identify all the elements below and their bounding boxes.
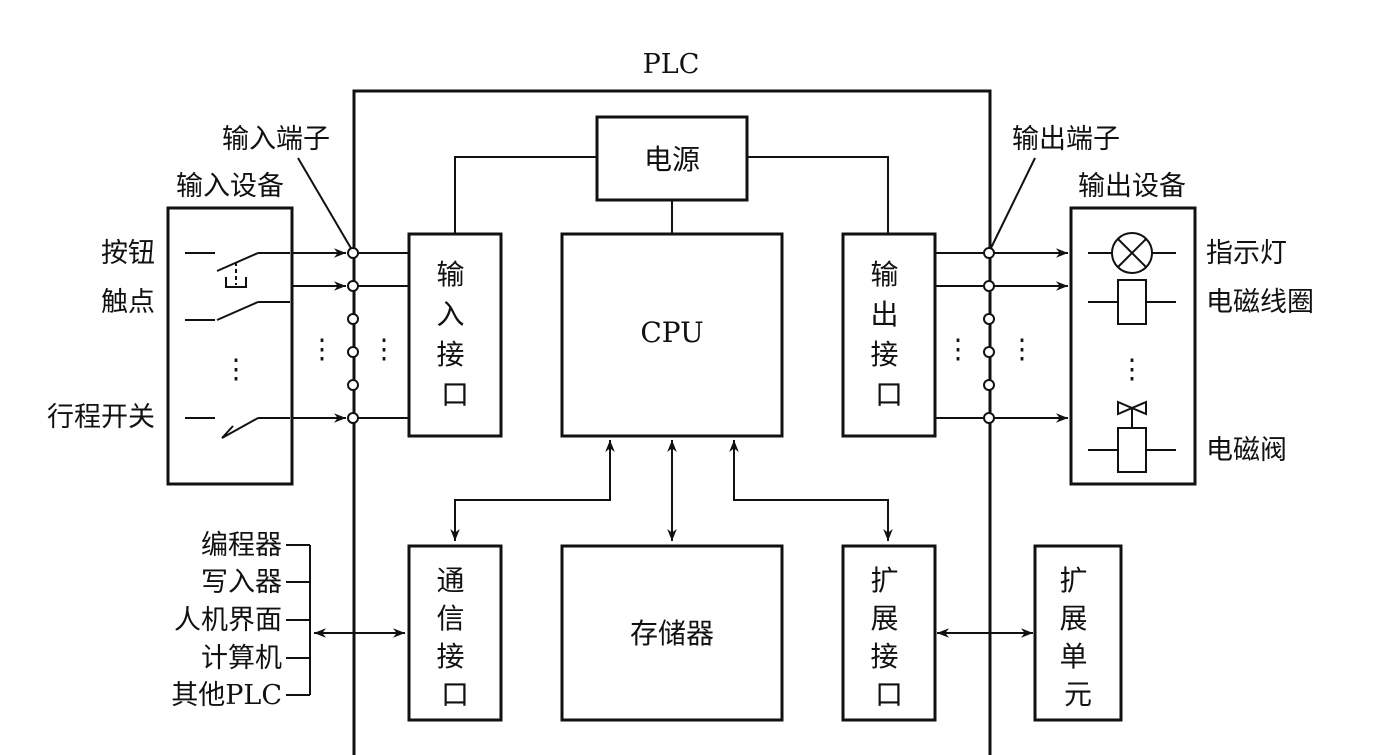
input-item-limit-switch: 行程开关 (47, 402, 155, 433)
output-interface-label: 输 出 接 口 (871, 258, 908, 411)
output-devices-label: 输出设备 (1078, 171, 1186, 202)
input-devices-box (166, 206, 294, 486)
input-terminals-label: 输入端子 (222, 124, 330, 155)
peripheral-other-plc: 其他PLC (171, 680, 282, 711)
output-device-ellipsis: ⋮ (1119, 354, 1146, 385)
output-devices-box (1069, 206, 1197, 486)
memory-label: 存储器 (630, 617, 714, 650)
peripheral-computer: 计算机 (201, 643, 282, 674)
output-terminal (983, 379, 995, 391)
input-terminal (347, 379, 359, 391)
expansion-unit-label: 扩 展 单 元 (1060, 564, 1097, 711)
output-interface-box (841, 232, 937, 438)
expansion-unit-box (1033, 544, 1123, 722)
input-interface-box (407, 232, 503, 438)
input-interface-label: 输 入 接 口 (437, 258, 474, 411)
plc-label: PLC (643, 49, 700, 80)
output-item-indicator: 指示灯 (1206, 238, 1287, 269)
peripheral-hmi: 人机界面 (174, 605, 282, 636)
output-ellipsis-left: ⋮ (945, 334, 972, 365)
input-terminal (347, 412, 359, 424)
power-supply-box (595, 115, 749, 202)
peripheral-writer: 写入器 (201, 567, 282, 598)
input-ellipsis-right: ⋮ (371, 334, 398, 365)
expansion-interface-box (841, 544, 937, 722)
input-ellipsis-left: ⋮ (309, 334, 336, 365)
comm-interface-box (407, 544, 503, 722)
contact-symbol (185, 301, 290, 321)
output-terminal (983, 412, 995, 424)
output-item-valve: 电磁阀 (1206, 435, 1287, 466)
limit-switch-symbol (185, 417, 290, 439)
output-terminals-leader (990, 157, 1036, 249)
peripheral-programmer: 编程器 (201, 530, 282, 561)
memory-box (560, 544, 784, 722)
power-wire-right (747, 156, 889, 234)
input-terminals-leader (297, 157, 353, 251)
input-terminal (347, 247, 359, 259)
input-terminal (347, 280, 359, 292)
solenoid-valve-symbol (1088, 400, 1176, 473)
output-terminal (983, 280, 995, 292)
power-wire-left (454, 156, 597, 234)
expansion-interface-label: 扩 展 接 口 (871, 564, 908, 711)
output-terminal (983, 247, 995, 259)
peripheral-bracket (286, 544, 311, 696)
input-item-contact: 触点 (101, 287, 155, 318)
input-terminal (347, 313, 359, 325)
power-supply-label: 电源 (644, 143, 700, 176)
output-item-coil: 电磁线圈 (1206, 287, 1314, 318)
input-devices-label: 输入设备 (176, 171, 284, 202)
output-terminals-label: 输出端子 (1012, 124, 1120, 155)
bus-cpu-comm (450, 440, 615, 541)
bus-cpu-expansion (729, 440, 893, 541)
comm-interface-label: 通 信 接 口 (437, 564, 474, 711)
cpu-label: CPU (640, 316, 703, 349)
pushbutton-symbol (185, 252, 290, 288)
indicator-lamp-symbol (1088, 232, 1176, 274)
input-terminal (347, 346, 359, 358)
cpu-box (560, 232, 784, 438)
solenoid-coil-symbol (1088, 279, 1176, 325)
input-item-button: 按钮 (101, 238, 155, 269)
output-terminal (983, 313, 995, 325)
output-terminal (983, 346, 995, 358)
output-ellipsis-right: ⋮ (1009, 334, 1036, 365)
input-device-ellipsis: ⋮ (223, 354, 250, 385)
